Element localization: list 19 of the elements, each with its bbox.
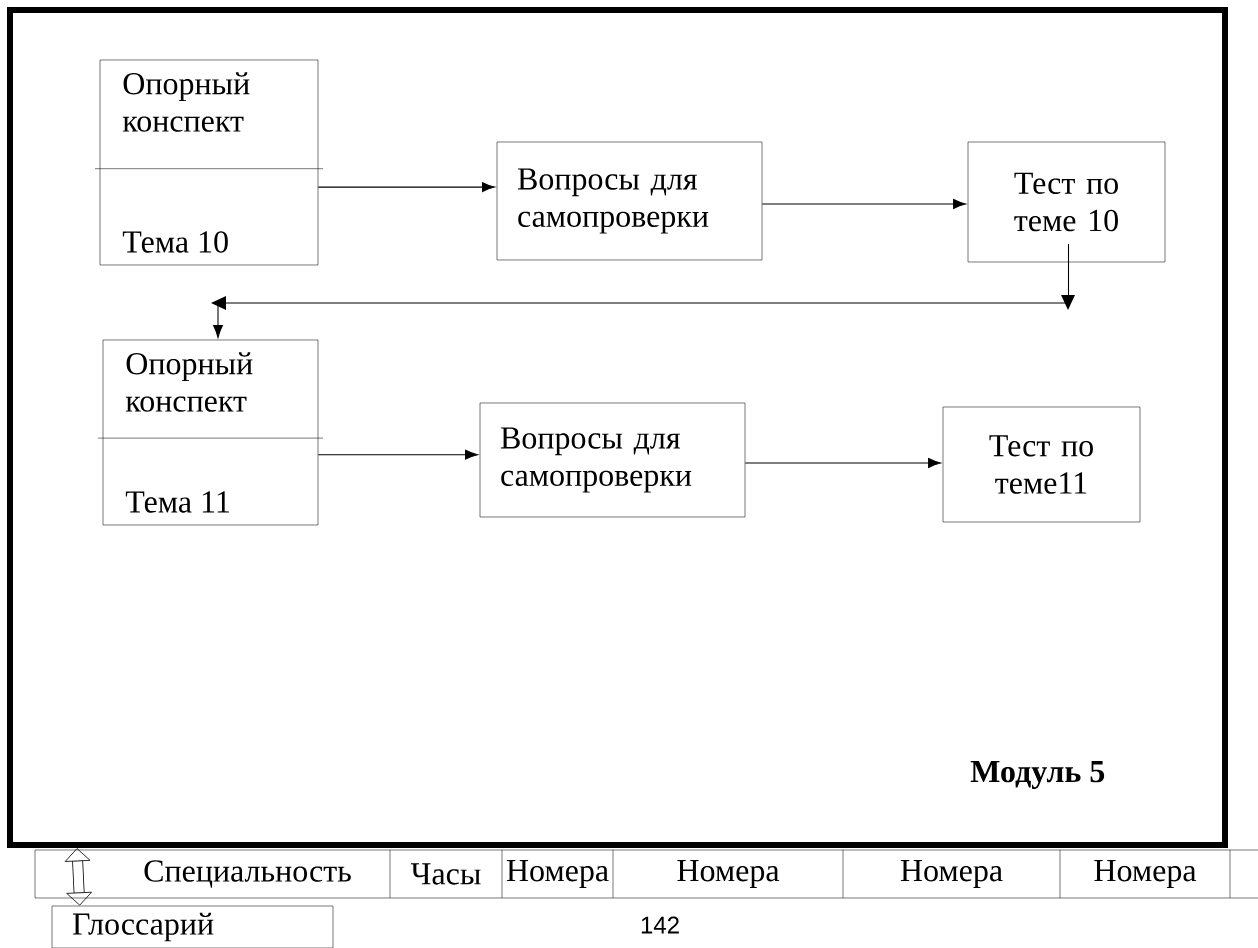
table-cell: Номера <box>1094 860 1197 888</box>
table-cell: Номера <box>506 860 609 888</box>
table-cell: Номера <box>677 860 780 888</box>
process-box: Тест по теме 10 <box>967 141 1166 263</box>
arrow <box>744 458 941 468</box>
split-box: Опорный конспект Тема 11 <box>97 339 324 526</box>
double-arrow <box>64 848 92 906</box>
table-cell: Номера <box>900 860 1003 888</box>
process-box: Вопросы для самопроверки <box>479 402 746 518</box>
table-cell: Часы <box>411 863 481 885</box>
arrow <box>317 449 478 460</box>
page-number: 142 <box>641 916 679 934</box>
process-box: Вопросы для самопроверки <box>496 141 763 261</box>
process-box: Тест по теме11 <box>942 406 1141 523</box>
arrow <box>317 182 495 193</box>
arrow <box>761 199 966 209</box>
split-box: Опорный конспект Тема 10 <box>94 59 324 266</box>
elbow-arrow <box>211 243 1075 338</box>
process-box: Глоссарий <box>51 905 334 948</box>
